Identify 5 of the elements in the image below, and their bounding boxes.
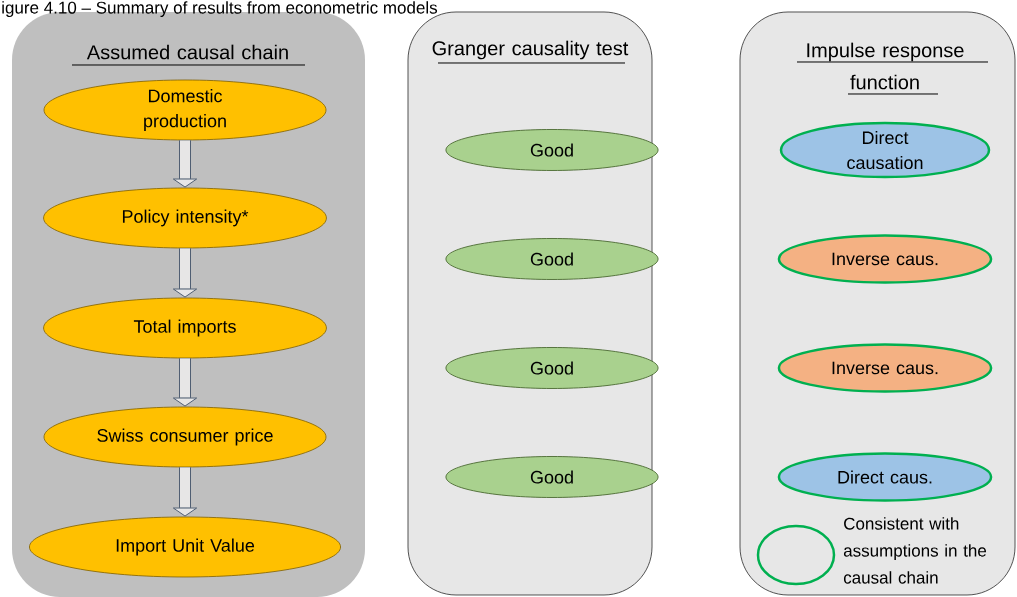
block-arrow: [172, 467, 198, 517]
block-arrow: [172, 248, 198, 298]
legend-text: Consistent with assumptions in the causal chain: [843, 517, 987, 584]
block-arrow: [172, 140, 198, 188]
block-arrow: [172, 358, 198, 407]
